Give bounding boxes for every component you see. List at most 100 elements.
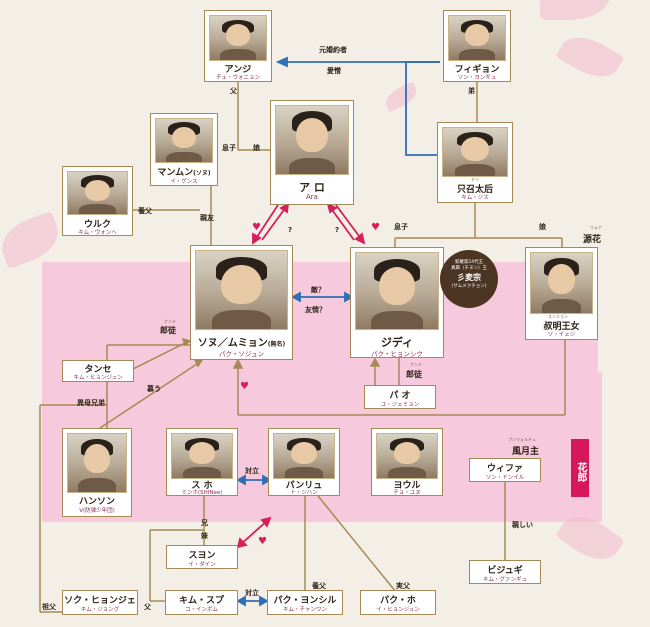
card-tanse[interactable]: タンセ キム・ヒョンジュン bbox=[62, 360, 134, 382]
actor-sonu: パク・ソジュン bbox=[219, 350, 264, 358]
card-sokhyeonje[interactable]: ソク・ヒョンジェ キム・ジョング bbox=[62, 590, 138, 615]
label-real-father: 実父 bbox=[396, 582, 410, 590]
heart-icon: ♥ bbox=[240, 381, 249, 392]
name-note-mammun: (ソヌ) bbox=[193, 170, 211, 177]
hwarang-tag: 花郎 bbox=[571, 439, 589, 497]
name-jiso: 只召太后 bbox=[456, 185, 493, 195]
name-hanson: ハンソン bbox=[78, 497, 115, 507]
card-sukmyeong[interactable]: スンミョン 叔明王女 ソ・イェジ bbox=[525, 247, 598, 340]
portrait-banryu bbox=[273, 433, 335, 479]
card-bijugi[interactable]: ビジュギ キム・グァンギュ bbox=[469, 560, 541, 584]
actor-hanson: V(防弾少年団) bbox=[79, 508, 115, 514]
label-rival-bottom: 対立 bbox=[245, 589, 259, 597]
king-note-line1: 新羅第24代王 bbox=[454, 260, 484, 265]
king-note-circle: 新羅第24代王 真興（チヌン）王 彡麦宗 (サムメクチョン) bbox=[440, 250, 498, 308]
name-aro: ア ロ bbox=[299, 181, 325, 194]
label-former-fiance: 元婚約者 bbox=[319, 46, 347, 54]
card-parkyeongsil[interactable]: パク・ヨンシル キム・チャンワン bbox=[267, 590, 343, 615]
actor-pao: ユ・ジェミョン bbox=[380, 402, 420, 408]
name-note-sonu: (無名) bbox=[267, 341, 286, 348]
actor-suho: ミンホ(SHINee) bbox=[181, 490, 223, 496]
name-bijugi: ビジュギ bbox=[487, 566, 523, 576]
card-hanson[interactable]: ハンソン V(防弾少年団) bbox=[62, 428, 132, 517]
actor-uruku: キム・ウォンヘ bbox=[78, 230, 117, 236]
label-enemy: 敵？ bbox=[311, 286, 325, 294]
card-parkho[interactable]: パク・ホ イ・ヒョンジュン bbox=[360, 590, 436, 615]
label-older-brother: 兄 bbox=[201, 519, 208, 527]
portrait-hanson bbox=[67, 433, 127, 493]
label-admire: 慕う bbox=[147, 385, 161, 393]
label-close-friend: 親友 bbox=[200, 214, 214, 222]
king-note-line2: 真興（チヌン）王 bbox=[451, 266, 487, 271]
card-jiso[interactable]: チソ 只召太后 キム・ジス bbox=[437, 122, 513, 203]
king-note-line3: 彡麦宗 bbox=[457, 273, 481, 282]
portrait-aro bbox=[275, 105, 349, 175]
card-wihwa[interactable]: ウィファ ソン・ドンイル bbox=[469, 458, 541, 482]
card-kimseupu[interactable]: キム・スプ コ・インボム bbox=[165, 590, 238, 615]
name-suho: ス ホ bbox=[191, 481, 213, 491]
label-father-anji: 父 bbox=[230, 87, 237, 95]
actor-mammun: イ・ゲンス bbox=[170, 179, 198, 185]
label-question-right: ? bbox=[335, 226, 340, 234]
card-uruku[interactable]: ウルク キム・ウォンヘ bbox=[62, 166, 133, 236]
name-sukmyeong: 叔明王女 bbox=[543, 322, 580, 332]
ruby-pungwolju: プンウォルチュ bbox=[508, 437, 536, 442]
label-father-kimseupu: 父 bbox=[144, 603, 151, 611]
card-figeon[interactable]: フィギョン ソン・ヨンギュ bbox=[443, 10, 511, 82]
name-figeon: フィギョン bbox=[454, 65, 500, 75]
name-parkyeongsil: パク・ヨンシル bbox=[273, 596, 337, 606]
actor-figeon: ソン・ヨンギュ bbox=[457, 75, 497, 81]
ruby-wonhwa: ウォナ bbox=[590, 225, 602, 230]
card-yeoul[interactable]: ヨウル チョ・ユヌ bbox=[371, 428, 443, 496]
portrait-sonu bbox=[195, 250, 288, 330]
name-suyeon: スヨン bbox=[188, 551, 216, 561]
name-sokhyeonje: ソク・ヒョンジェ bbox=[64, 596, 136, 606]
card-mammun[interactable]: マンムン(ソヌ) イ・ゲンス bbox=[150, 113, 218, 186]
card-aro[interactable]: ア ロ Ara bbox=[270, 100, 354, 205]
name-pao: パ オ bbox=[389, 391, 411, 401]
actor-kimseupu: コ・インボム bbox=[184, 607, 218, 613]
portrait-yeoul bbox=[376, 433, 438, 479]
name-mammun: マンムン(ソヌ) bbox=[157, 168, 211, 178]
actor-jiso: キム・ジス bbox=[461, 195, 489, 201]
name-parkho: パク・ホ bbox=[380, 596, 416, 606]
name-sonu: ソヌ／ムミョン(無名) bbox=[197, 338, 286, 349]
name-tanse: タンセ bbox=[84, 365, 112, 375]
actor-aro: Ara bbox=[306, 193, 318, 201]
actor-sokhyeonje: キム・ジョング bbox=[80, 607, 120, 613]
label-friendly: 親しい bbox=[512, 521, 533, 529]
heart-icon: ♥ bbox=[258, 536, 267, 547]
card-sonu[interactable]: ソヌ／ムミョン(無名) パク・ソジュン bbox=[190, 245, 293, 360]
name-wihwa: ウィファ bbox=[486, 464, 523, 474]
label-younger-brother: 弟 bbox=[468, 87, 475, 95]
ruby-langdo-sonu: ナンド bbox=[164, 319, 176, 324]
card-suyeon[interactable]: スヨン イ・ダイン bbox=[166, 545, 238, 569]
card-pao[interactable]: パ オ ユ・ジェミョン bbox=[364, 385, 436, 409]
card-anji[interactable]: アンジ チェ・ウォニョン bbox=[204, 10, 272, 82]
hwarang-band bbox=[42, 262, 598, 372]
actor-parkho: イ・ヒョンジュン bbox=[376, 607, 420, 613]
heart-icon: ♥ bbox=[371, 222, 380, 233]
actor-bijugi: キム・グァンギュ bbox=[482, 577, 527, 583]
name-anji: アンジ bbox=[224, 65, 252, 75]
name-kimseupu: キム・スプ bbox=[178, 596, 224, 606]
card-jidi[interactable]: ジディ パク・ヒョンシク bbox=[350, 247, 444, 358]
actor-tanse: キム・ヒョンジュン bbox=[73, 375, 123, 381]
ruby-langdo-jidi: ナンド bbox=[410, 362, 422, 367]
label-adoptive-father-banryu: 養父 bbox=[312, 582, 326, 590]
card-banryu[interactable]: パンリュ ト・ジハン bbox=[268, 428, 340, 496]
name-jidi: ジディ bbox=[380, 336, 414, 349]
name-uruku: ウルク bbox=[83, 220, 111, 230]
actor-parkyeongsil: キム・チャンワン bbox=[283, 607, 327, 613]
card-suho[interactable]: ス ホ ミンホ(SHINee) bbox=[166, 428, 238, 496]
label-rival-top: 対立 bbox=[245, 467, 259, 475]
name-yeoul: ヨウル bbox=[393, 481, 421, 491]
actor-anji: チェ・ウォニョン bbox=[215, 75, 260, 81]
actor-yeoul: チョ・ユヌ bbox=[393, 490, 421, 496]
label-younger-sister: 妹 bbox=[201, 532, 208, 540]
heart-icon: ♥ bbox=[252, 222, 261, 233]
actor-suyeon: イ・ダイン bbox=[188, 562, 216, 568]
label-adoptive-father-uruku: 養父 bbox=[138, 207, 152, 215]
actor-banryu: ト・ジハン bbox=[290, 490, 318, 496]
